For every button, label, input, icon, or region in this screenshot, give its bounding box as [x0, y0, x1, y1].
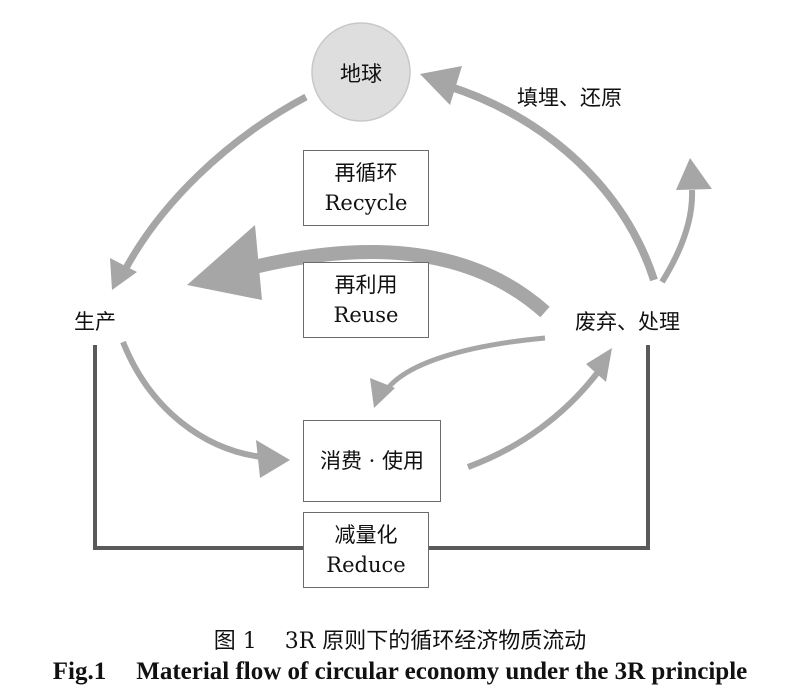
arrow-disposal-out [659, 189, 696, 284]
arrowhead-consumption [256, 440, 290, 478]
arrowhead-production [110, 258, 137, 290]
reduce-box: 减量化 Reduce [303, 512, 429, 588]
production-label: 生产 [74, 310, 116, 334]
arrow-earth-to-production [121, 93, 308, 272]
caption-en-text: Material flow of circular economy under … [136, 658, 748, 685]
arrow-disposal-to-earth [446, 82, 658, 282]
earth-label: 地球 [340, 62, 382, 86]
arrowhead-big [187, 225, 262, 300]
consumption-box: 消费 · 使用 [303, 420, 441, 502]
arrowhead-small [370, 378, 395, 408]
caption-cn-figure-number: 图 1 [213, 629, 257, 654]
recycle-cn: 再循环 [334, 161, 398, 185]
circular-economy-diagram: 地球 填埋、还原 生产 废弃、处理 再循环 Recycle 再利用 Reuse … [74, 22, 712, 588]
caption-cn-text: 3R 原则下的循环经济物质流动 [284, 629, 587, 654]
arrow-disposal-to-consumption [382, 335, 546, 394]
arrow-disposal-to-production [248, 244, 550, 318]
recycle-box: 再循环 Recycle [303, 150, 429, 226]
disposal-label: 废弃、处理 [575, 310, 680, 334]
flow-arrows [93, 22, 712, 550]
arrowhead-out [676, 158, 712, 190]
caption-chinese: 图 1 3R 原则下的循环经济物质流动 [0, 623, 800, 655]
landfill-label: 填埋、还原 [517, 86, 622, 110]
earth-node [311, 22, 411, 122]
arrowhead-disposal [586, 348, 612, 382]
recycle-en: Recycle [324, 191, 408, 215]
arrowhead-earth [420, 66, 462, 105]
caption-english: Fig.1 Material flow of circular economy u… [0, 658, 800, 686]
consumption-label: 消费 · 使用 [319, 449, 425, 473]
reduce-en: Reduce [326, 553, 406, 577]
caption-en-figure-number: Fig.1 [52, 658, 107, 685]
reuse-box: 再利用 Reuse [303, 262, 429, 338]
arrow-production-to-consumption [120, 340, 263, 460]
reuse-cn: 再利用 [334, 273, 398, 297]
arrow-consumption-to-disposal [466, 370, 601, 470]
reuse-en: Reuse [333, 303, 399, 327]
reduce-cn: 减量化 [334, 523, 398, 547]
